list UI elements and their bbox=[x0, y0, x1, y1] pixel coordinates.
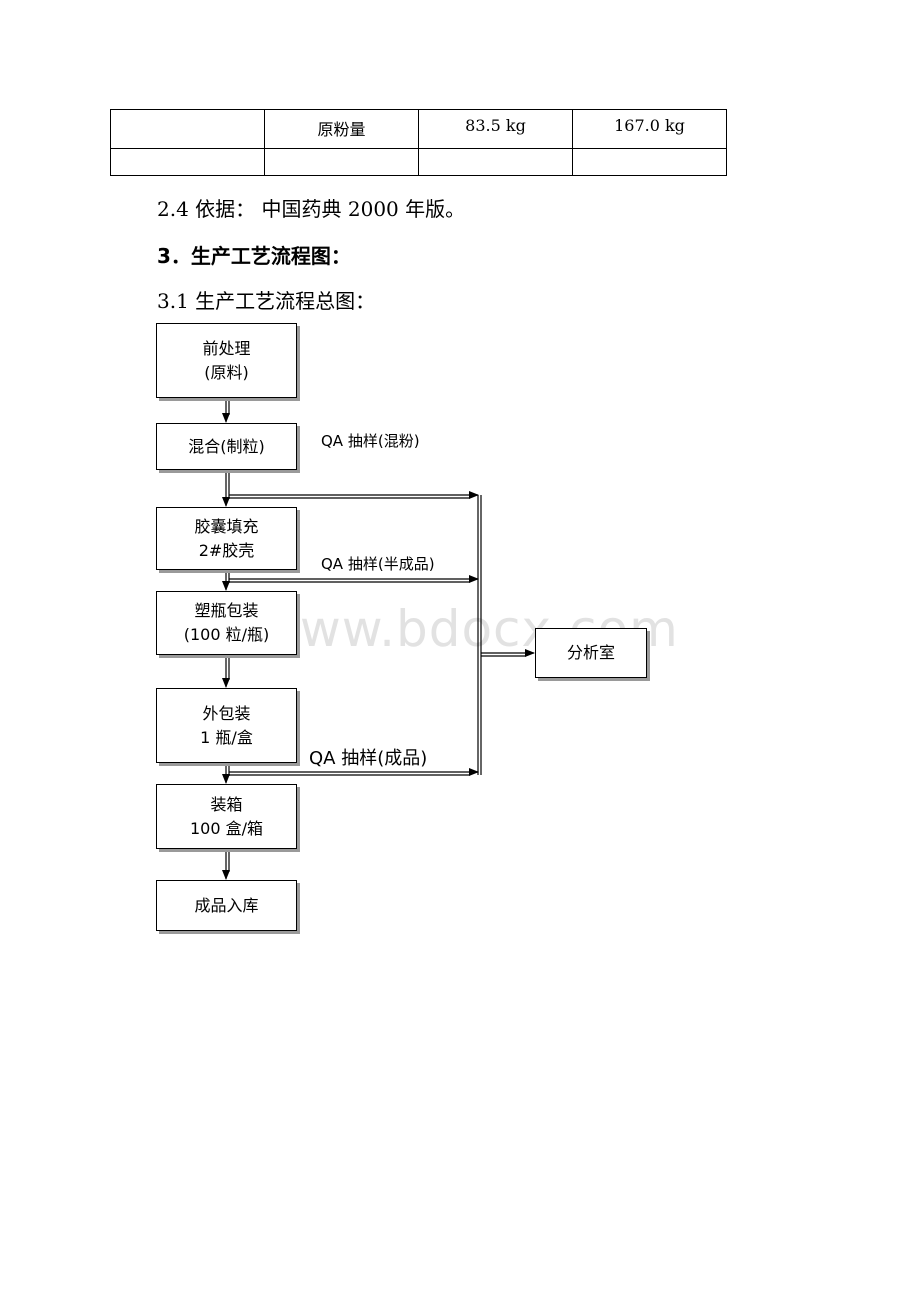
step-sublabel: 1 瓶/盒 bbox=[200, 727, 253, 747]
step-label: 成品入库 bbox=[194, 895, 259, 915]
table-cell bbox=[418, 148, 573, 176]
sampling-label-finished: QA 抽样(成品) bbox=[309, 748, 428, 769]
material-table: 原粉量 83.5 kg 167.0 kg bbox=[110, 109, 727, 176]
step-label: 装箱 bbox=[210, 794, 243, 814]
table-cell bbox=[572, 148, 727, 176]
step-pretreatment: 前处理 (原料) bbox=[156, 323, 297, 398]
step-outer-packing: 外包装 1 瓶/盒 bbox=[156, 688, 297, 763]
step-sublabel: 2#胶壳 bbox=[198, 540, 255, 560]
table-cell: 167.0 kg bbox=[572, 109, 727, 149]
step-label: 外包装 bbox=[202, 703, 251, 723]
step-bottle-packing: 塑瓶包装 (100 粒/瓶) bbox=[156, 591, 297, 655]
section-heading: 3．生产工艺流程图： bbox=[157, 244, 351, 268]
step-sublabel: (原料) bbox=[204, 362, 249, 382]
step-boxing: 装箱 100 盒/箱 bbox=[156, 784, 297, 849]
table-cell bbox=[264, 148, 419, 176]
step-warehouse: 成品入库 bbox=[156, 880, 297, 931]
basis-paragraph: 2.4 依据： 中国药典 2000 年版。 bbox=[157, 197, 466, 221]
step-label: 塑瓶包装 bbox=[194, 601, 259, 620]
step-capsule-filling: 胶囊填充 2#胶壳 bbox=[156, 507, 297, 570]
step-label: 混合(制粒) bbox=[188, 436, 265, 456]
sampling-label-mixed: QA 抽样(混粉) bbox=[321, 432, 420, 450]
step-mixing: 混合(制粒) bbox=[156, 423, 297, 470]
analysis-room-label: 分析室 bbox=[566, 643, 615, 662]
subsection-heading: 3.1 生产工艺流程总图： bbox=[157, 289, 376, 313]
step-label: 胶囊填充 bbox=[194, 516, 259, 536]
step-sublabel: 100 盒/箱 bbox=[189, 818, 264, 838]
step-label: 前处理 bbox=[202, 338, 251, 358]
analysis-room-box: 分析室 bbox=[535, 628, 647, 678]
table-row bbox=[110, 148, 727, 176]
step-sublabel: (100 粒/瓶) bbox=[183, 625, 270, 644]
sampling-label-semi: QA 抽样(半成品) bbox=[321, 555, 435, 573]
